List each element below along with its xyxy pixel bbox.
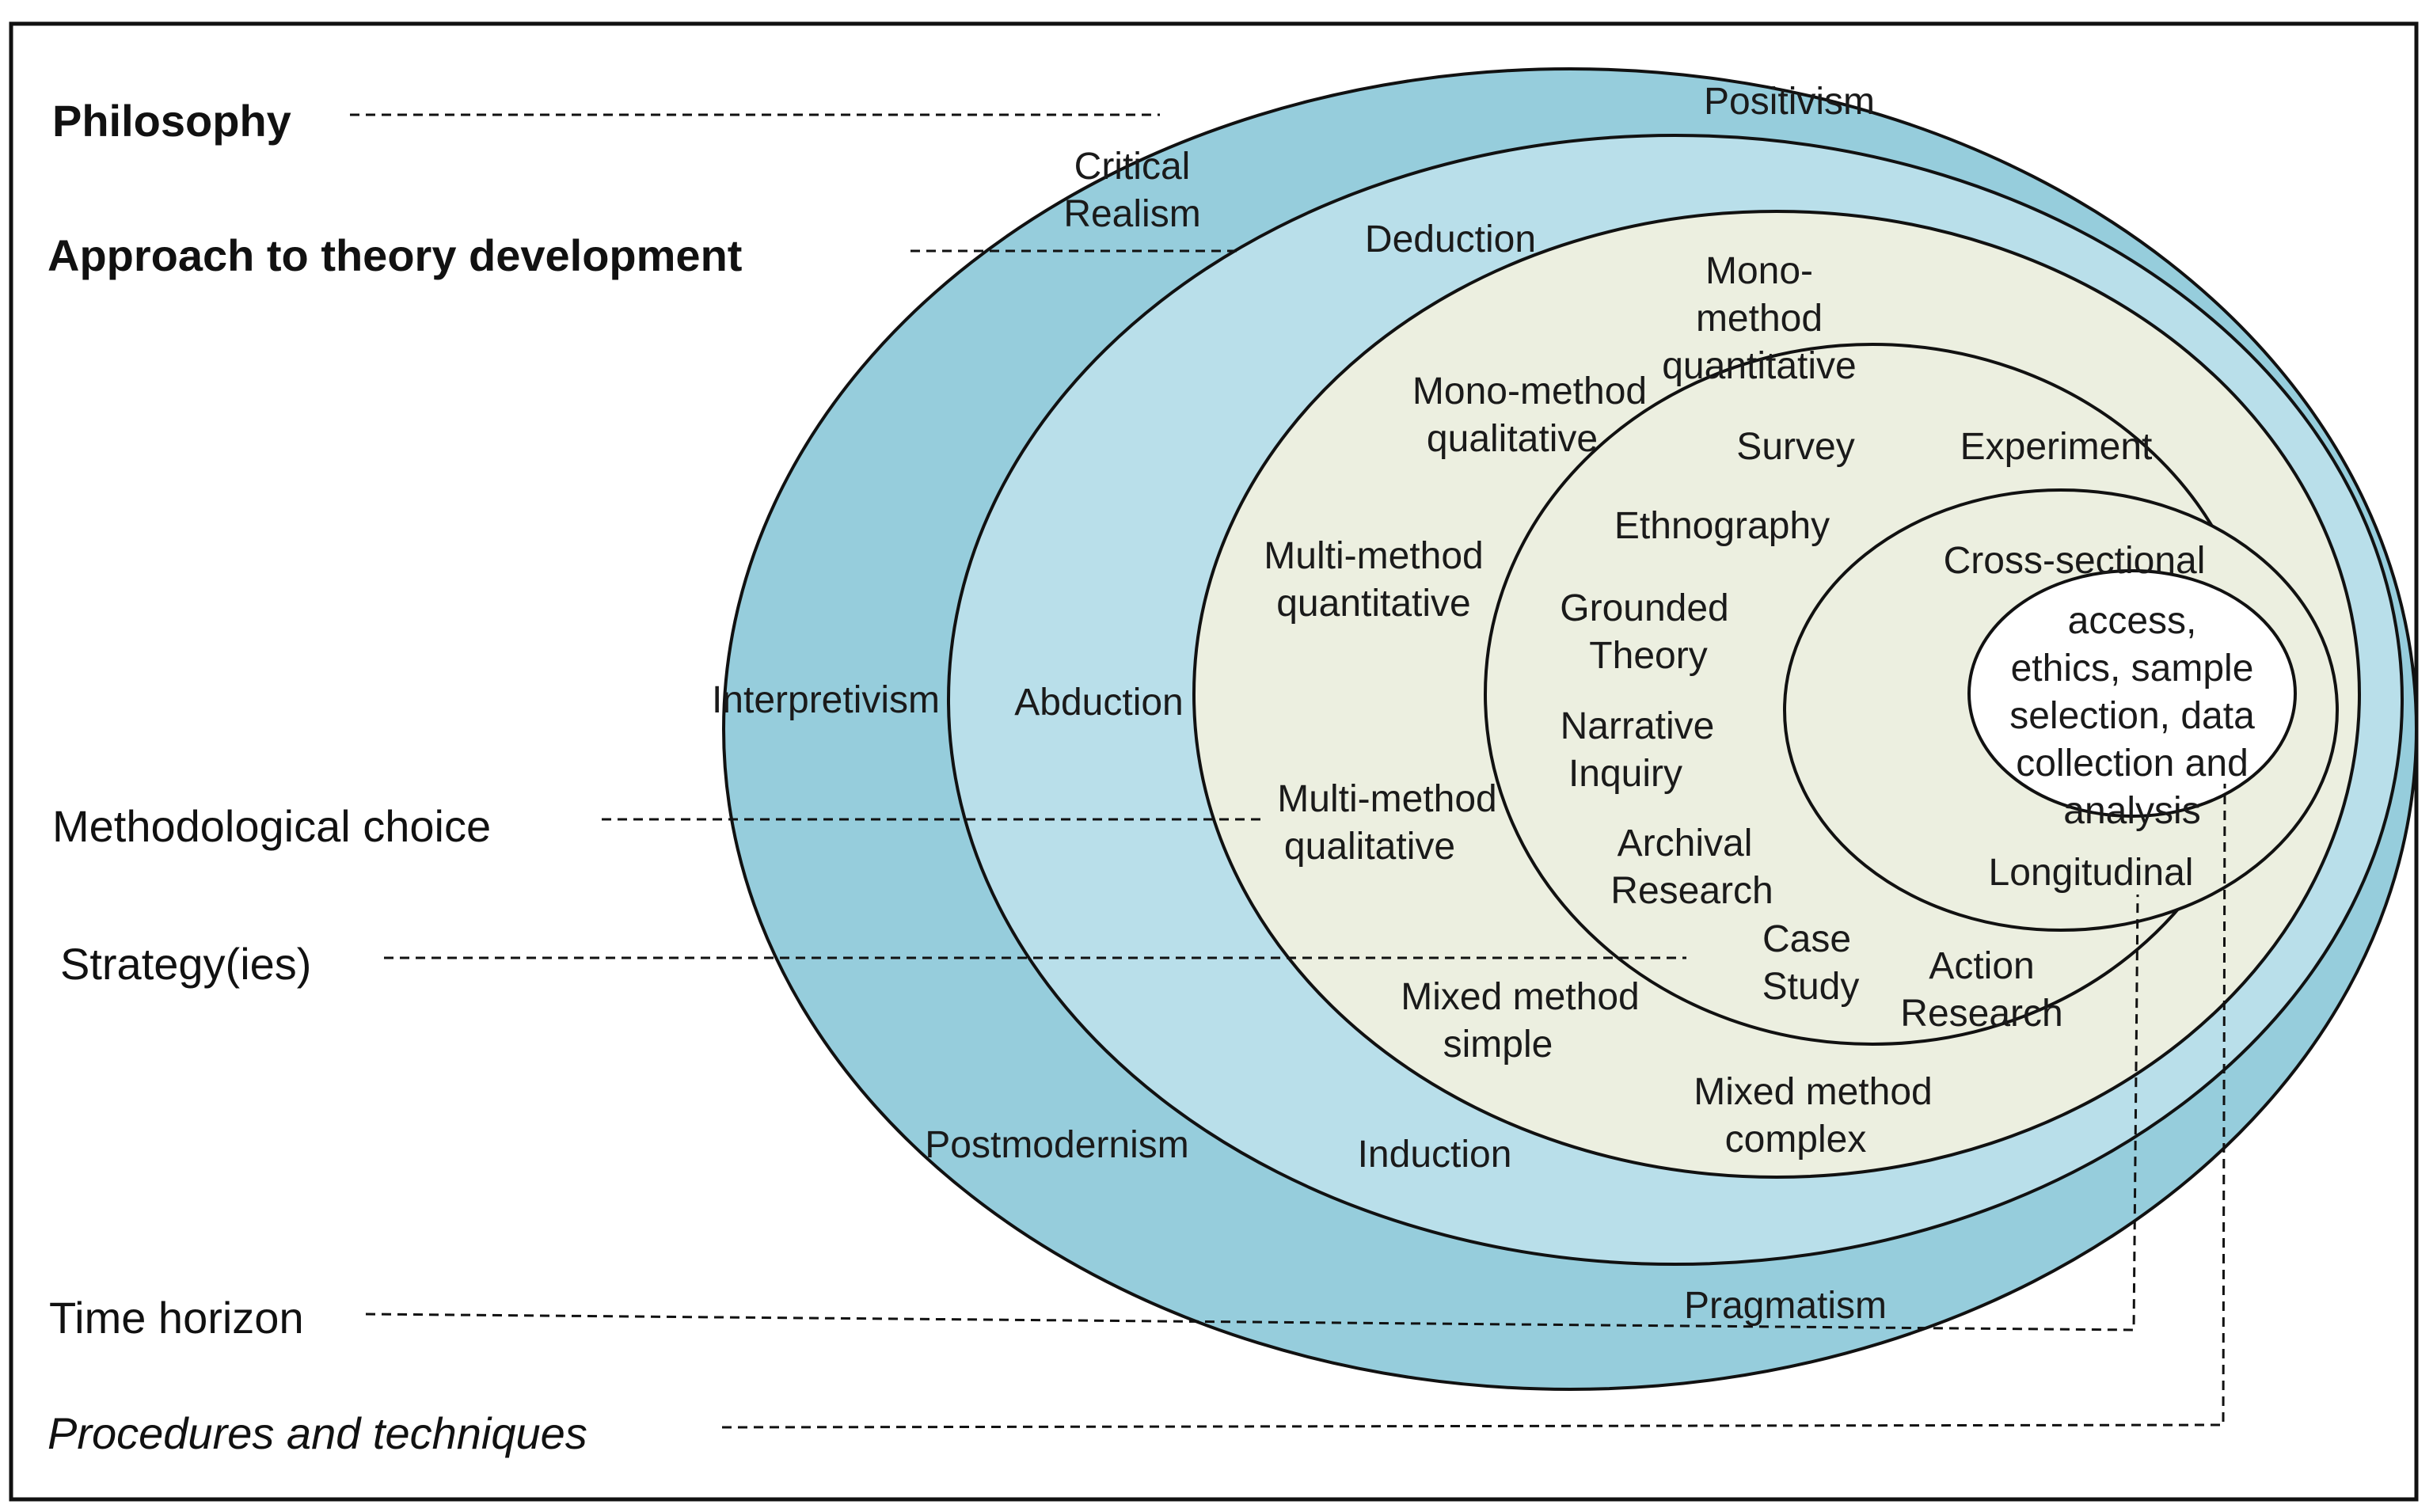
techniques-line2: ethics, sample <box>2011 648 2254 690</box>
postmodernism-label: Postmodernism <box>925 1124 1188 1166</box>
critical-realism-line2: Realism <box>1063 193 1200 235</box>
archival-research-line1: Archival <box>1618 822 1753 864</box>
layer-approach: Approach to theory development <box>48 230 742 280</box>
narrative-inquiry-line2: Inquiry <box>1568 753 1682 795</box>
deduction-label: Deduction <box>1365 218 1536 260</box>
time-horizon-leader-line <box>365 894 2139 1332</box>
narrative-inquiry-line1: Narrative <box>1561 705 1715 747</box>
grounded-theory-line1: Grounded <box>1560 587 1729 629</box>
multi-qual-line1: Multi-method <box>1277 778 1496 820</box>
interpretivism-label: Interpretivism <box>712 679 940 721</box>
layer-philosophy: Philosophy <box>52 96 291 146</box>
survey-label: Survey <box>1736 426 1854 468</box>
critical-realism-line1: Critical <box>1074 146 1191 188</box>
multi-qual-line2: qualitative <box>1284 826 1455 868</box>
layer-procedures: Procedures and techniques <box>48 1408 587 1458</box>
techniques-line3: selection, data <box>2009 695 2255 737</box>
grounded-theory-line2: Theory <box>1589 635 1707 677</box>
mixed-simple-line2: simple <box>1443 1024 1553 1066</box>
mono-quant-line3: quantitative <box>1662 345 1857 387</box>
layer-methodological-choice: Methodological choice <box>52 801 491 851</box>
multi-quant-line1: Multi-method <box>1264 535 1483 577</box>
induction-label: Induction <box>1358 1134 1512 1176</box>
cross-sectional-label: Cross-sectional <box>1944 540 2206 582</box>
techniques-line1: access, <box>2068 600 2197 642</box>
mixed-simple-line1: Mixed method <box>1401 976 1639 1018</box>
ethnography-label: Ethnography <box>1614 505 1830 547</box>
action-research-line1: Action <box>1929 945 2034 987</box>
action-research-line2: Research <box>1900 993 2062 1035</box>
abduction-label: Abduction <box>1014 682 1184 724</box>
longitudinal-label: Longitudinal <box>1989 852 2194 894</box>
positivism-label: Positivism <box>1704 81 1875 123</box>
multi-quant-line2: quantitative <box>1276 583 1471 625</box>
layer-strategies: Strategy(ies) <box>60 939 311 989</box>
case-study-line1: Case <box>1762 918 1851 960</box>
pragmatism-label: Pragmatism <box>1684 1285 1887 1327</box>
techniques-core <box>1967 569 2297 818</box>
techniques-line4: collection and <box>2016 743 2249 784</box>
mixed-complex-line2: complex <box>1725 1119 1867 1161</box>
experiment-label: Experiment <box>1960 426 2153 468</box>
mono-quant-line1: Mono- <box>1705 250 1813 292</box>
techniques-line5: analysis <box>2063 790 2200 832</box>
mono-qual-line2: qualitative <box>1427 418 1598 460</box>
archival-research-line2: Research <box>1610 870 1773 912</box>
case-study-line2: Study <box>1762 966 1860 1008</box>
mono-quant-line2: method <box>1696 298 1823 340</box>
mono-qual-line1: Mono-method <box>1412 370 1647 412</box>
leader-lines <box>350 113 2226 1429</box>
mixed-complex-line1: Mixed method <box>1694 1071 1932 1113</box>
layer-time-horizon: Time horizon <box>49 1293 304 1343</box>
